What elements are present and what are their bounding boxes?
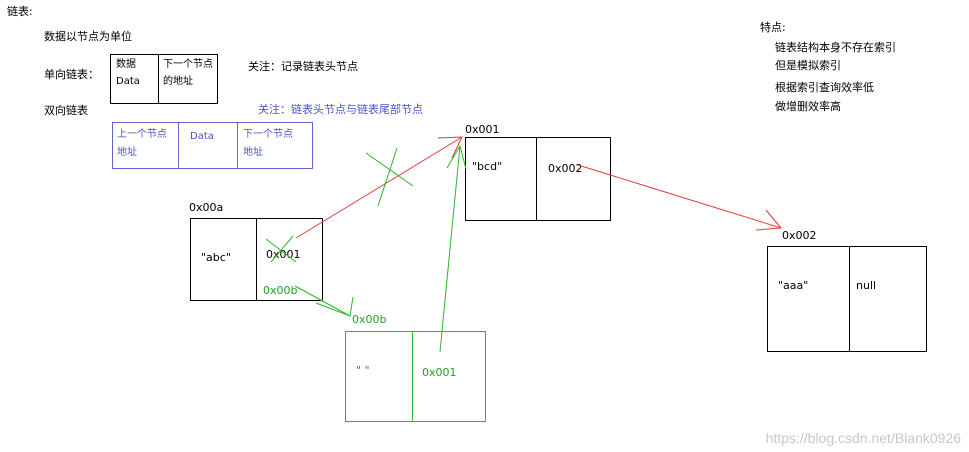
features-title: 特点: [760, 21, 786, 34]
node-abc-address: 0x00a [189, 201, 224, 214]
node-bcd-address: 0x001 [465, 123, 500, 136]
node-aaa-next: null [856, 279, 877, 292]
node-bcd-next: 0x002 [548, 162, 583, 175]
singly-node-box: 数据 Data 下一个节点 的地址 [110, 54, 218, 104]
node-inserted-box: " " 0x001 [345, 331, 486, 422]
strike-mark-old-pointer [265, 235, 297, 263]
doubly-prev-line-1: 上一个节点 [117, 129, 167, 140]
singly-label: 单向链表： [44, 68, 99, 81]
feature-line-2: 但是模拟索引 [775, 59, 841, 72]
singly-note: 关注：记录链表头节点 [248, 60, 358, 73]
arrow-inserted-to-bcd [439, 144, 467, 353]
node-bcd-box: "bcd" 0x002 [465, 137, 611, 221]
strike-mark-old-link [365, 147, 414, 207]
doubly-note: 关注：链表头节点与链表尾部节点 [258, 103, 423, 116]
heading: 链表: [7, 5, 33, 18]
node-abc-divider [256, 219, 257, 300]
arrow-abc-to-bcd [295, 136, 463, 239]
doubly-node-divider-1 [178, 123, 179, 168]
node-abc-value: "abc" [201, 251, 231, 264]
feature-line-1: 链表结构本身不存在索引 [775, 41, 896, 54]
doubly-next-line-1: 下一个节点 [243, 129, 293, 140]
doubly-node-divider-2 [237, 123, 238, 168]
node-inserted-address: 0x00b [352, 313, 387, 326]
singly-data-line-1: 数据 [116, 59, 136, 70]
watermark: https://blog.csdn.net/Blank0926 [765, 430, 961, 446]
node-abc-box: "abc" 0x001 0x00b [190, 218, 323, 301]
doubly-prev-line-2: 地址 [117, 147, 137, 158]
node-bcd-divider [536, 138, 537, 220]
doubly-next-line-2: 地址 [243, 147, 263, 158]
singly-node-divider [158, 55, 159, 103]
node-inserted-divider [412, 332, 413, 421]
node-abc-new-next: 0x00b [263, 284, 298, 297]
node-inserted-next: 0x001 [422, 366, 457, 379]
node-aaa-divider [849, 247, 850, 351]
feature-line-3: 根据索引查询效率低 [775, 81, 874, 94]
node-aaa-value: "aaa" [778, 279, 809, 292]
unit-line: 数据以节点为单位 [44, 30, 132, 43]
doubly-data-label: Data [190, 131, 214, 142]
node-aaa-box: "aaa" null [767, 246, 927, 352]
singly-data-line-2: Data [116, 76, 140, 87]
arrow-bcd-to-aaa [577, 164, 783, 231]
singly-next-line-1: 下一个节点 [163, 59, 213, 70]
singly-next-line-2: 的地址 [163, 76, 193, 87]
doubly-node-box: 上一个节点 地址 Data 下一个节点 地址 [112, 122, 313, 169]
feature-line-4: 做增删效率高 [775, 100, 841, 113]
doubly-label: 双向链表 [44, 104, 88, 117]
node-inserted-value: " " [356, 364, 370, 377]
node-aaa-address: 0x002 [782, 229, 817, 242]
node-bcd-value: "bcd" [472, 160, 503, 173]
arrow-abc-to-inserted [294, 285, 354, 317]
